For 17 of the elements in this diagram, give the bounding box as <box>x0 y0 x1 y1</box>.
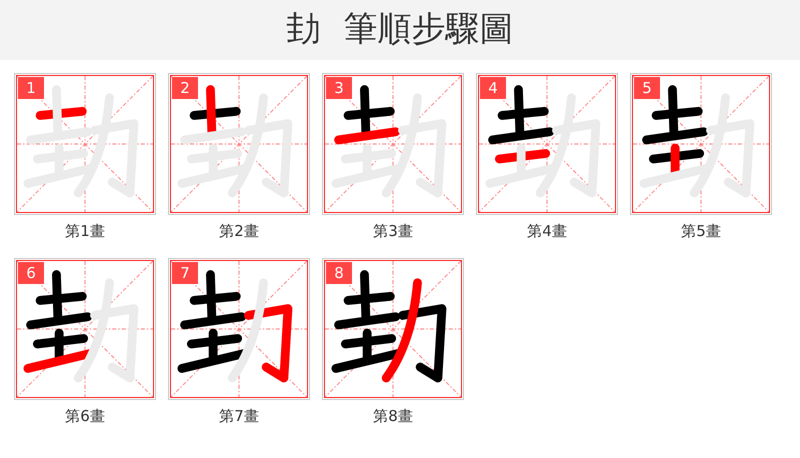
step-caption: 第2畫 <box>219 221 259 241</box>
step-caption: 第4畫 <box>527 221 567 241</box>
step-number: 5 <box>634 77 660 99</box>
step-number: 6 <box>18 262 44 284</box>
step-number: 4 <box>480 77 506 99</box>
step-number: 1 <box>18 77 44 99</box>
step-number: 3 <box>326 77 352 99</box>
step-caption: 第8畫 <box>373 406 413 426</box>
step-number: 7 <box>172 262 198 284</box>
step-caption: 第5畫 <box>681 221 721 241</box>
step-caption: 第7畫 <box>219 406 259 426</box>
step-caption: 第1畫 <box>65 221 105 241</box>
title: 劸 筆順步驟圖 <box>286 8 514 50</box>
step-number: 8 <box>326 262 352 284</box>
step-caption: 第6畫 <box>65 406 105 426</box>
step-caption: 第3畫 <box>373 221 413 241</box>
step-number: 2 <box>172 77 198 99</box>
